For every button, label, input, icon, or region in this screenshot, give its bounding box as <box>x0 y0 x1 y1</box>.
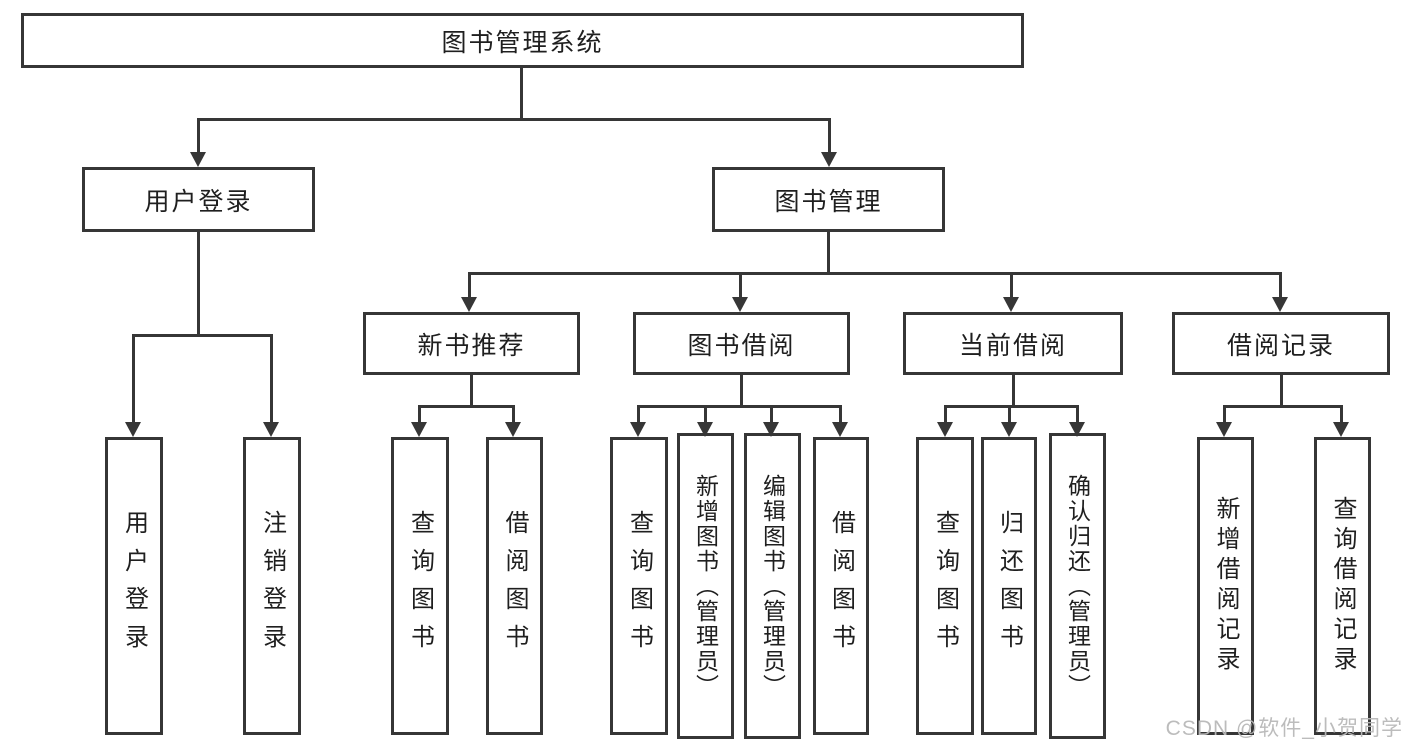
leaf-return-book: 归还图书 <box>981 437 1037 735</box>
connector-line <box>1340 405 1343 423</box>
arrowhead <box>732 297 748 312</box>
node-book-management: 图书管理 <box>712 167 945 232</box>
arrowhead <box>1333 422 1349 437</box>
connector-line <box>770 405 773 423</box>
arrowhead <box>505 422 521 437</box>
node-library-system: 图书管理系统 <box>21 13 1024 68</box>
connector-line <box>132 334 273 337</box>
arrowhead <box>411 422 427 437</box>
arrowhead <box>937 422 953 437</box>
connector-line <box>1008 405 1011 423</box>
connector-line <box>132 334 135 424</box>
connector-line <box>468 272 471 299</box>
arrowhead <box>190 152 206 167</box>
node-new-book-recommend: 新书推荐 <box>363 312 580 375</box>
connector-line <box>944 405 947 423</box>
leaf-add-borrow-record: 新增借阅记录 <box>1197 437 1254 735</box>
connector-line <box>827 232 830 274</box>
arrowhead <box>832 422 848 437</box>
node-user-login: 用户登录 <box>82 167 315 232</box>
connector-line <box>1279 272 1282 299</box>
connector-line <box>270 334 273 424</box>
connector-line <box>1280 375 1283 407</box>
connector-line <box>944 405 1079 408</box>
leaf-logout: 注销登录 <box>243 437 301 735</box>
connector-line <box>1012 375 1015 407</box>
leaf-borrow-books-2: 借阅图书 <box>813 437 869 735</box>
connector-line <box>637 405 640 423</box>
leaf-add-book-admin: 新增图书（管理员） <box>677 433 734 739</box>
connector-line <box>740 375 743 407</box>
connector-line <box>470 375 473 407</box>
arrowhead <box>697 422 713 437</box>
connector-line <box>1010 272 1013 299</box>
node-book-borrow: 图书借阅 <box>633 312 850 375</box>
arrowhead <box>1216 422 1232 437</box>
node-current-borrow: 当前借阅 <box>903 312 1123 375</box>
arrowhead <box>1069 422 1085 437</box>
leaf-query-books-1: 查询图书 <box>391 437 449 735</box>
leaf-user-login: 用户登录 <box>105 437 163 735</box>
leaf-borrow-books-1: 借阅图书 <box>486 437 543 735</box>
connector-line <box>1076 405 1079 423</box>
connector-line <box>637 405 842 408</box>
node-borrow-records: 借阅记录 <box>1172 312 1390 375</box>
connector-line <box>468 272 1282 275</box>
arrowhead <box>821 152 837 167</box>
connector-line <box>1223 405 1226 423</box>
arrowhead <box>125 422 141 437</box>
arrowhead <box>763 422 779 437</box>
leaf-query-books-2: 查询图书 <box>610 437 668 735</box>
connector-line <box>739 272 742 299</box>
leaf-edit-book-admin: 编辑图书（管理员） <box>744 433 801 739</box>
csdn-watermark: CSDN @软件_小贺同学 <box>1165 717 1403 740</box>
arrowhead <box>630 422 646 437</box>
connector-line <box>512 405 515 423</box>
connector-line <box>418 405 515 408</box>
connector-line <box>839 405 842 423</box>
connector-line <box>197 118 831 121</box>
connector-line <box>418 405 421 423</box>
arrowhead <box>461 297 477 312</box>
arrowhead <box>1001 422 1017 437</box>
leaf-confirm-return-admin: 确认归还（管理员） <box>1049 433 1106 739</box>
connector-line <box>197 232 200 337</box>
connector-line <box>704 405 707 423</box>
arrowhead <box>1003 297 1019 312</box>
leaf-query-books-3: 查询图书 <box>916 437 974 735</box>
connector-line <box>520 68 523 118</box>
connector-line <box>828 118 831 154</box>
arrowhead <box>1272 297 1288 312</box>
arrowhead <box>263 422 279 437</box>
connector-line <box>197 118 200 154</box>
leaf-query-borrow-record: 查询借阅记录 <box>1314 437 1371 735</box>
connector-line <box>1223 405 1342 408</box>
